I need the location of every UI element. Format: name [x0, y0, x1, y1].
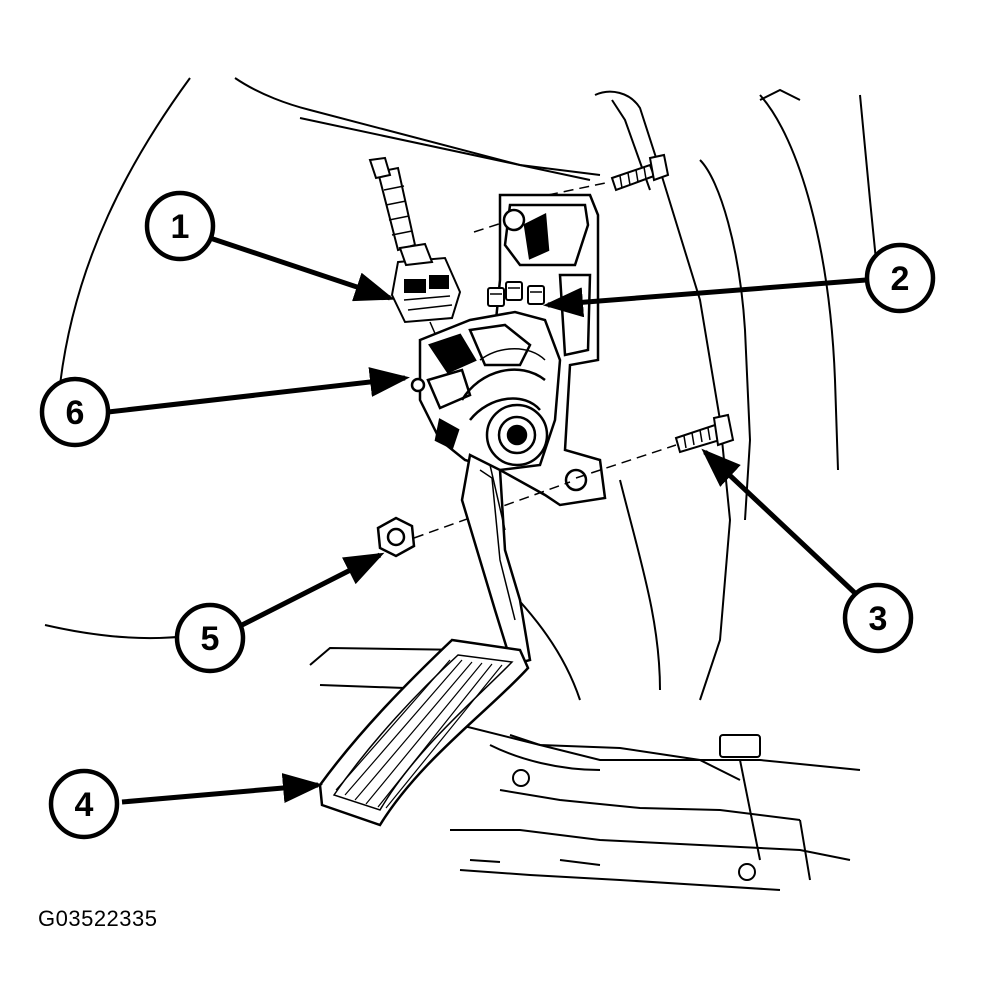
- leader-arrows: [107, 235, 867, 805]
- callout-label-5: 5: [201, 620, 220, 658]
- leader-arrow-2: [543, 277, 867, 318]
- leader-arrow-5: [240, 552, 385, 628]
- callout-label-4: 4: [75, 786, 94, 824]
- callout-6: 6: [39, 376, 111, 448]
- mounting-nut: [376, 516, 416, 558]
- callout-3: 3: [842, 582, 914, 654]
- callout-4: 4: [48, 768, 120, 840]
- callout-label-3: 3: [869, 600, 888, 638]
- figure-id: G03522335: [38, 906, 158, 931]
- leader-arrow-6: [107, 367, 410, 415]
- leader-arrow-4: [121, 773, 323, 805]
- upper-stud: [610, 153, 670, 192]
- callout-label-2: 2: [891, 260, 910, 298]
- wire-harness: [368, 156, 417, 252]
- callout-1: 1: [144, 190, 216, 262]
- callout-5: 5: [174, 602, 246, 674]
- accelerator-pedal: [318, 453, 532, 827]
- callout-label-6: 6: [66, 394, 85, 432]
- leader-arrow-1: [209, 235, 395, 302]
- callout-label-1: 1: [171, 208, 190, 246]
- pedal-assembly-housing: [410, 310, 562, 472]
- mounting-bolts: [487, 281, 545, 307]
- mounting-stud: [674, 413, 735, 454]
- callout-2: 2: [864, 242, 936, 314]
- leader-arrow-3: [701, 448, 858, 596]
